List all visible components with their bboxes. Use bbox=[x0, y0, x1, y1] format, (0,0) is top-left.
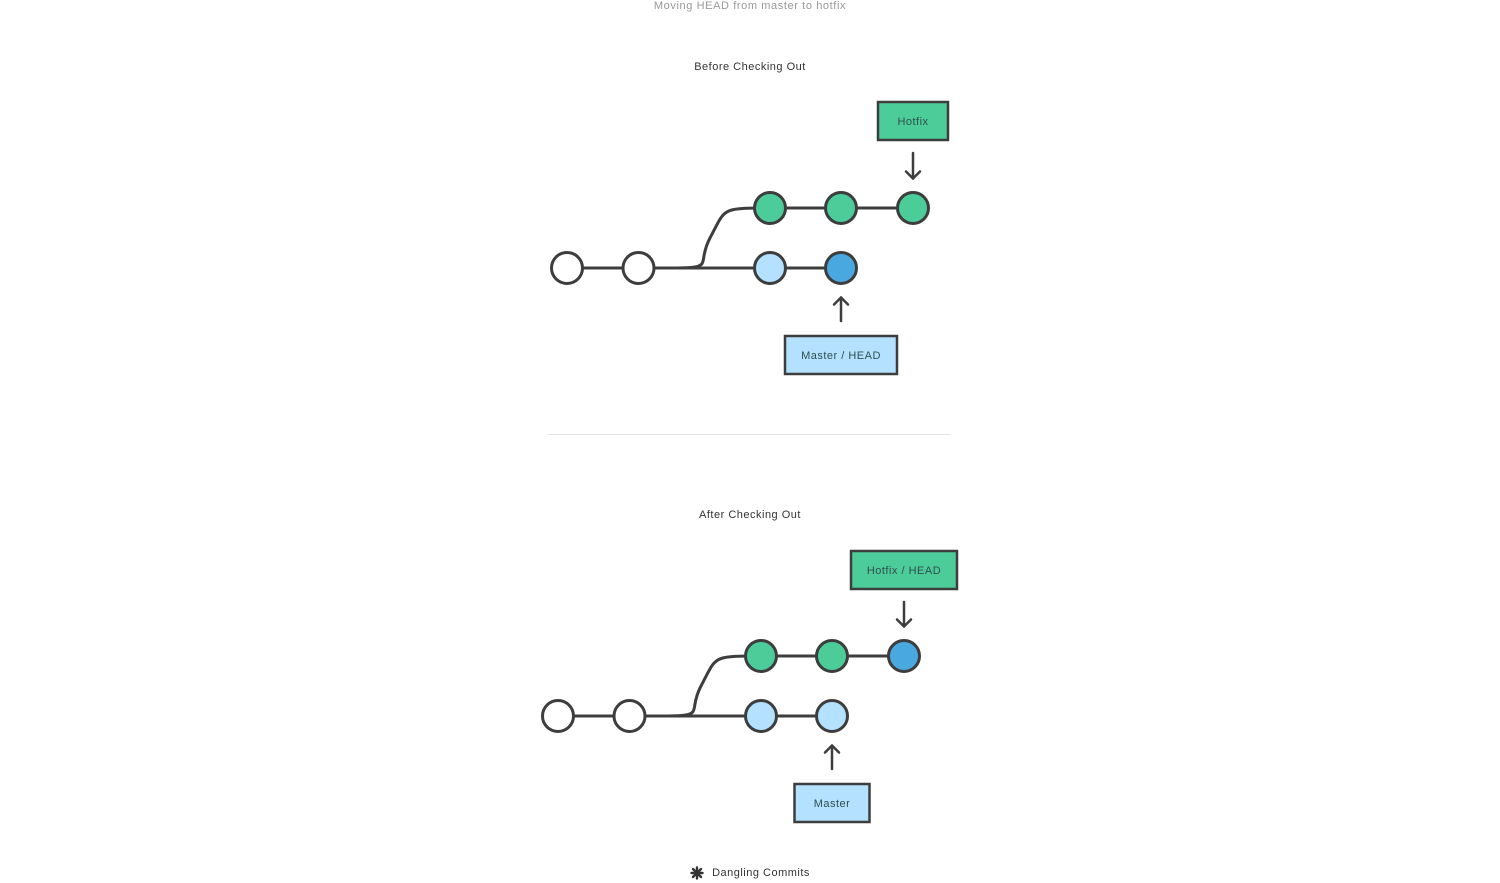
commit-hotfix-1 bbox=[744, 639, 778, 673]
commit-base-2 bbox=[621, 251, 656, 285]
commit-master-1 bbox=[744, 699, 778, 733]
commit-base-1 bbox=[550, 251, 584, 285]
commit-master-2 bbox=[815, 699, 849, 733]
commit-hotfix-2 bbox=[824, 191, 858, 225]
master-label-text: Master / HEAD bbox=[801, 350, 881, 362]
commit-hotfix-3 bbox=[887, 639, 921, 673]
master-label-box bbox=[783, 334, 899, 376]
after-section-title: After Checking Out bbox=[699, 509, 801, 521]
dangling-commit-asterisk-icon bbox=[690, 866, 704, 880]
hotfix-label-box bbox=[849, 549, 959, 591]
arrow-down-head-icon bbox=[904, 170, 922, 180]
commit-hotfix-3 bbox=[896, 191, 930, 225]
edge-branch-curve bbox=[653, 206, 771, 270]
arrow-up-head-icon bbox=[832, 296, 850, 306]
edge-branch-curve bbox=[644, 654, 762, 718]
hotfix-label-text: Hotfix bbox=[897, 116, 928, 128]
legend: Dangling Commits bbox=[0, 866, 1500, 880]
commit-master-1 bbox=[753, 251, 787, 285]
hotfix-label-text: Hotfix / HEAD bbox=[867, 565, 941, 577]
arrow-up-head-icon bbox=[823, 744, 841, 754]
commit-hotfix-2 bbox=[815, 639, 849, 673]
commit-base-1 bbox=[541, 699, 575, 733]
hotfix-label-box bbox=[876, 100, 950, 142]
section-divider bbox=[548, 434, 951, 435]
arrow-down-head-icon bbox=[895, 618, 913, 628]
before-section-title: Before Checking Out bbox=[694, 61, 806, 73]
master-label-box bbox=[793, 782, 871, 824]
master-label-text: Master bbox=[814, 798, 851, 810]
commit-master-2 bbox=[824, 251, 858, 285]
figure-caption: Moving HEAD from master to hotfix bbox=[653, 0, 847, 12]
commit-base-2 bbox=[612, 699, 647, 733]
legend-label: Dangling Commits bbox=[712, 867, 810, 879]
commit-hotfix-1 bbox=[753, 191, 787, 225]
